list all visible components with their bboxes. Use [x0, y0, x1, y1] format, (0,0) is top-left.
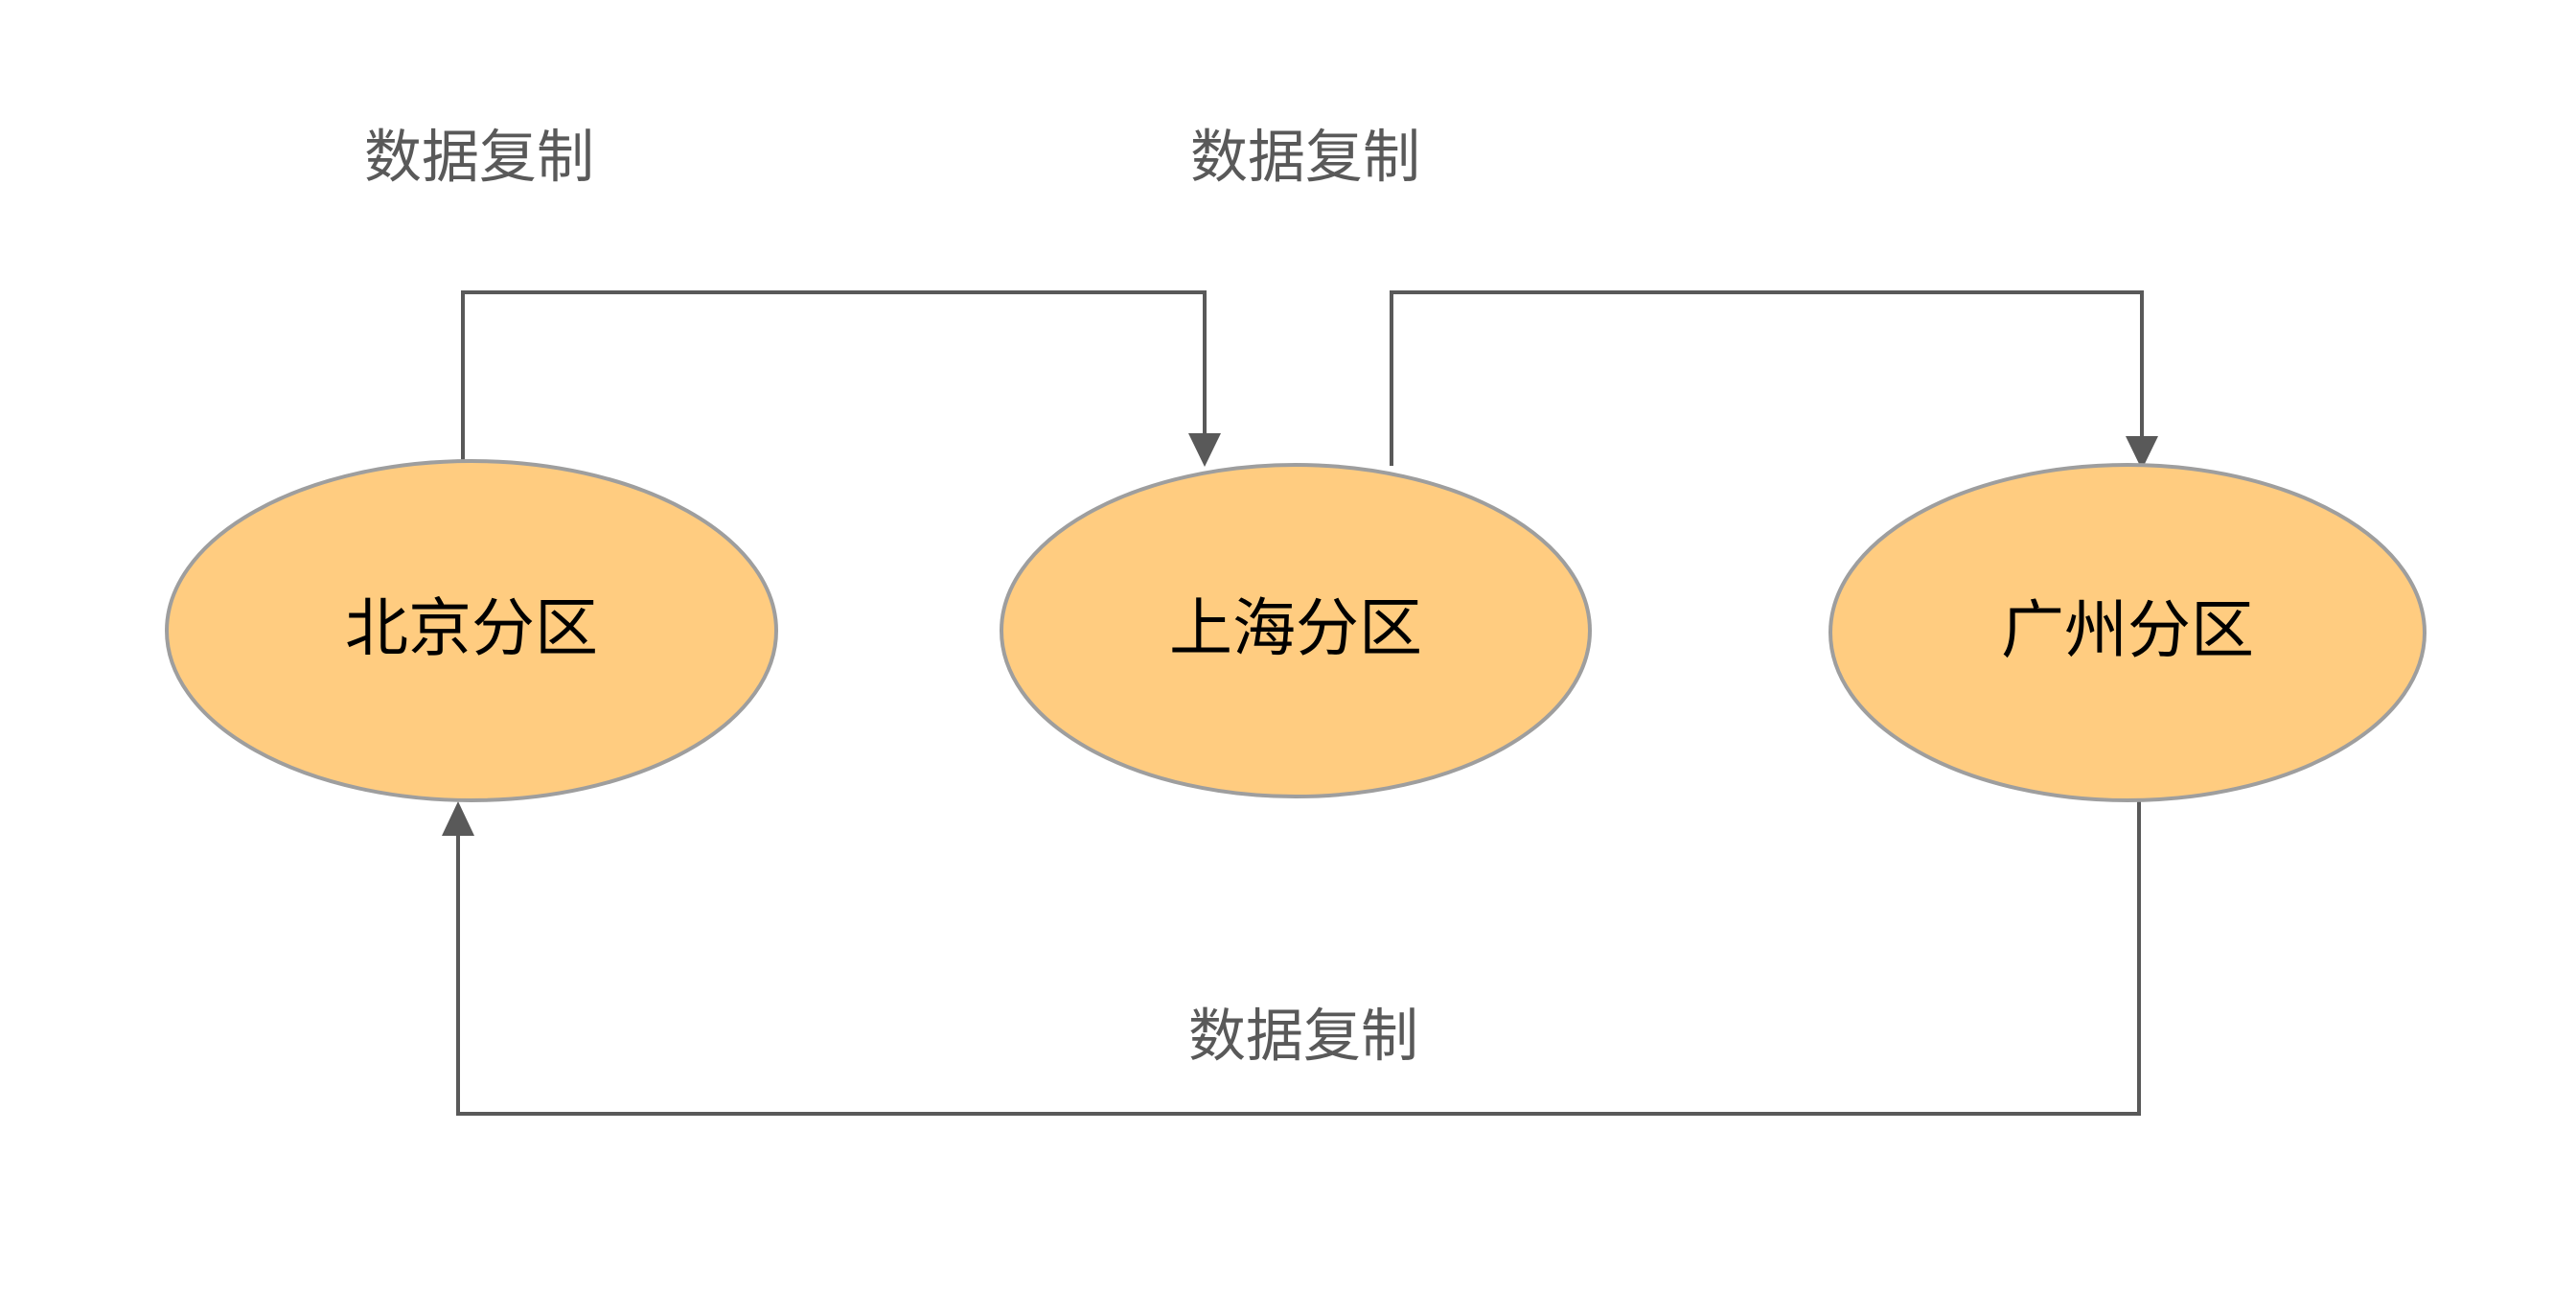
connector-beijing-to-shanghai[interactable]	[461, 290, 1221, 467]
connector-group	[442, 290, 2158, 1116]
arrow-head-icon	[442, 801, 474, 836]
node-group: 北京分区 上海分区 广州分区	[165, 459, 2426, 802]
node-shanghai-shape[interactable]	[1000, 463, 1592, 798]
arrow-head-icon	[1188, 433, 1221, 467]
connector-line[interactable]	[461, 290, 1207, 461]
edge-label-shanghai-guangzhou: 数据复制	[1190, 125, 1420, 192]
edge-label-guangzhou-beijing: 数据复制	[1188, 1004, 1418, 1071]
node-beijing-label: 北京分区	[345, 591, 598, 665]
connector-line[interactable]	[1390, 290, 2144, 466]
connector-shanghai-to-guangzhou[interactable]	[1390, 290, 2158, 470]
node-shanghai-label: 上海分区	[1169, 591, 1422, 665]
connector-line[interactable]	[456, 798, 2141, 1116]
node-guangzhou-label: 广州分区	[2001, 593, 2254, 667]
edge-label-group: 数据复制 数据复制 数据复制	[364, 125, 1420, 1071]
node-beijing[interactable]: 北京分区	[165, 459, 778, 802]
node-guangzhou-shape[interactable]	[1828, 463, 2426, 802]
arrow-head-icon	[2126, 436, 2158, 470]
node-beijing-shape[interactable]	[165, 459, 778, 802]
node-guangzhou[interactable]: 广州分区	[1828, 463, 2426, 802]
node-shanghai[interactable]: 上海分区	[1000, 463, 1592, 798]
edge-label-beijing-shanghai: 数据复制	[364, 125, 594, 192]
connector-guangzhou-to-beijing[interactable]	[442, 798, 2141, 1116]
